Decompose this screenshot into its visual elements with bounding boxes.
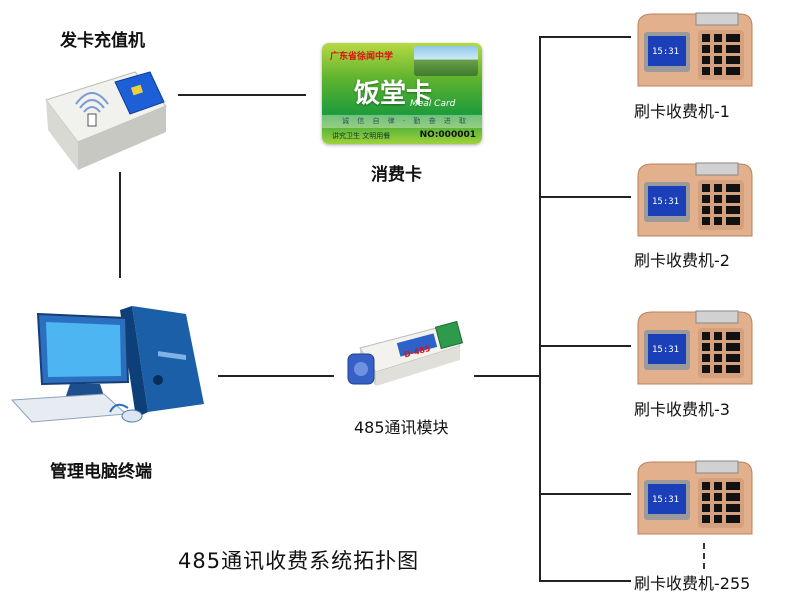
pc-computer-icon (10, 306, 204, 423)
pc-label: 管理电脑终端 (50, 462, 152, 482)
card-subtitle: Meal Card (410, 99, 456, 109)
card-reader-terminal-2: 15:31 (637, 162, 753, 237)
card-number: NO:000001 (419, 130, 476, 140)
card-reader-terminal-1: 15:31 (637, 12, 753, 87)
terminal-label-1: 刷卡收费机-1 (634, 102, 730, 121)
terminal-bus (539, 36, 541, 582)
terminal-label-3: 刷卡收费机-3 (634, 400, 730, 419)
diagram-title: 485通讯收费系统拓扑图 (178, 549, 420, 573)
card-school-picture (414, 46, 478, 76)
rs485-module-icon: D-485 (347, 320, 464, 386)
bus-branch-2 (539, 196, 631, 198)
terminal-screen-time: 15:31 (652, 47, 679, 57)
terminal-screen-time: 15:31 (652, 197, 679, 207)
terminal-screen-time: 15:31 (652, 345, 679, 355)
bus-branch-1 (539, 36, 631, 38)
bus-branch-4 (539, 493, 631, 495)
card-reader-terminal-255: 15:31 (637, 460, 753, 535)
bus-branch-3 (539, 345, 631, 347)
module-bus-link (474, 375, 540, 377)
card-footer: 讲究卫生 文明用餐 (332, 132, 391, 140)
card-strip (322, 115, 482, 128)
issuer-label: 发卡充值机 (60, 31, 145, 51)
card-issuer-device (45, 71, 167, 170)
terminal-screen-time: 15:31 (652, 495, 679, 505)
terminal-label-2: 刷卡收费机-2 (634, 251, 730, 270)
issuer-pc-link (119, 172, 121, 278)
card-motto: 诚 信 自 律 · 勤 奋 进 取 (342, 117, 470, 125)
card-reader-terminal-3: 15:31 (637, 310, 753, 385)
bus-branch-end (539, 580, 631, 582)
card-title: 饭堂卡 (354, 79, 433, 109)
terminal-label-255: 刷卡收费机-255 (634, 574, 751, 593)
pc-module-link (218, 375, 334, 377)
ellipsis-dashes (703, 543, 707, 569)
issuer-card-link (178, 94, 306, 96)
consumption-card: 广东省徐闻中学 饭堂卡 Meal Card 诚 信 自 律 · 勤 奋 进 取 … (322, 43, 482, 144)
card-label: 消费卡 (371, 165, 422, 185)
module-label: 485通讯模块 (354, 418, 449, 437)
card-school-name: 广东省徐闻中学 (330, 52, 394, 62)
